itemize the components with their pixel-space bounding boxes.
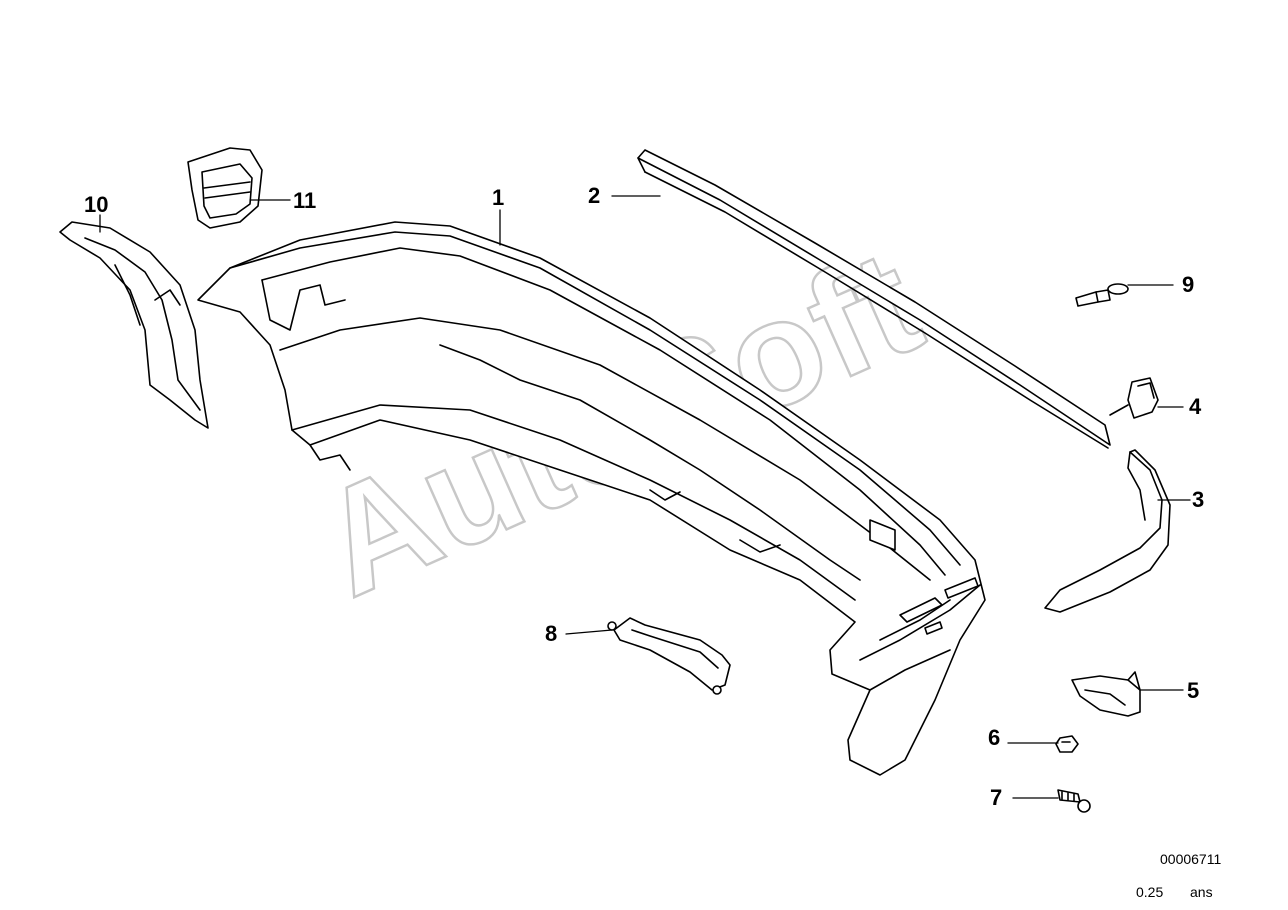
scale-value: 0.25 (1136, 884, 1164, 900)
callout-3: 3 (1192, 487, 1205, 512)
leader-lines (99, 195, 1191, 799)
callout-6: 6 (988, 725, 1001, 750)
callout-8: 8 (545, 621, 558, 646)
drawing-code: 00006711 (1160, 851, 1222, 867)
part-10-arch-panel[interactable] (59, 221, 209, 429)
part-6-nut[interactable] (1055, 735, 1079, 753)
part-4-clip[interactable] (1109, 377, 1159, 419)
part-8-lower-trim[interactable] (607, 617, 731, 695)
part-3-side-trim[interactable] (1044, 449, 1171, 613)
callout-9: 9 (1182, 272, 1195, 297)
callout-11: 11 (293, 188, 317, 213)
part-9-eye-bolt[interactable] (1075, 283, 1129, 307)
part-5-bracket[interactable] (1071, 671, 1141, 717)
part-2-trim-strip[interactable] (637, 149, 1111, 449)
scale-unit: ans (1190, 884, 1213, 900)
callout-7: 7 (990, 785, 1003, 810)
callout-5: 5 (1187, 678, 1200, 703)
part-1-bumper-cover[interactable] (197, 221, 986, 776)
callout-2: 2 (588, 183, 601, 208)
callout-10: 10 (84, 192, 109, 217)
callout-4: 4 (1189, 394, 1202, 419)
callout-1: 1 (492, 185, 505, 210)
part-7-screw[interactable] (1057, 789, 1091, 813)
part-11-grille[interactable] (187, 147, 263, 229)
